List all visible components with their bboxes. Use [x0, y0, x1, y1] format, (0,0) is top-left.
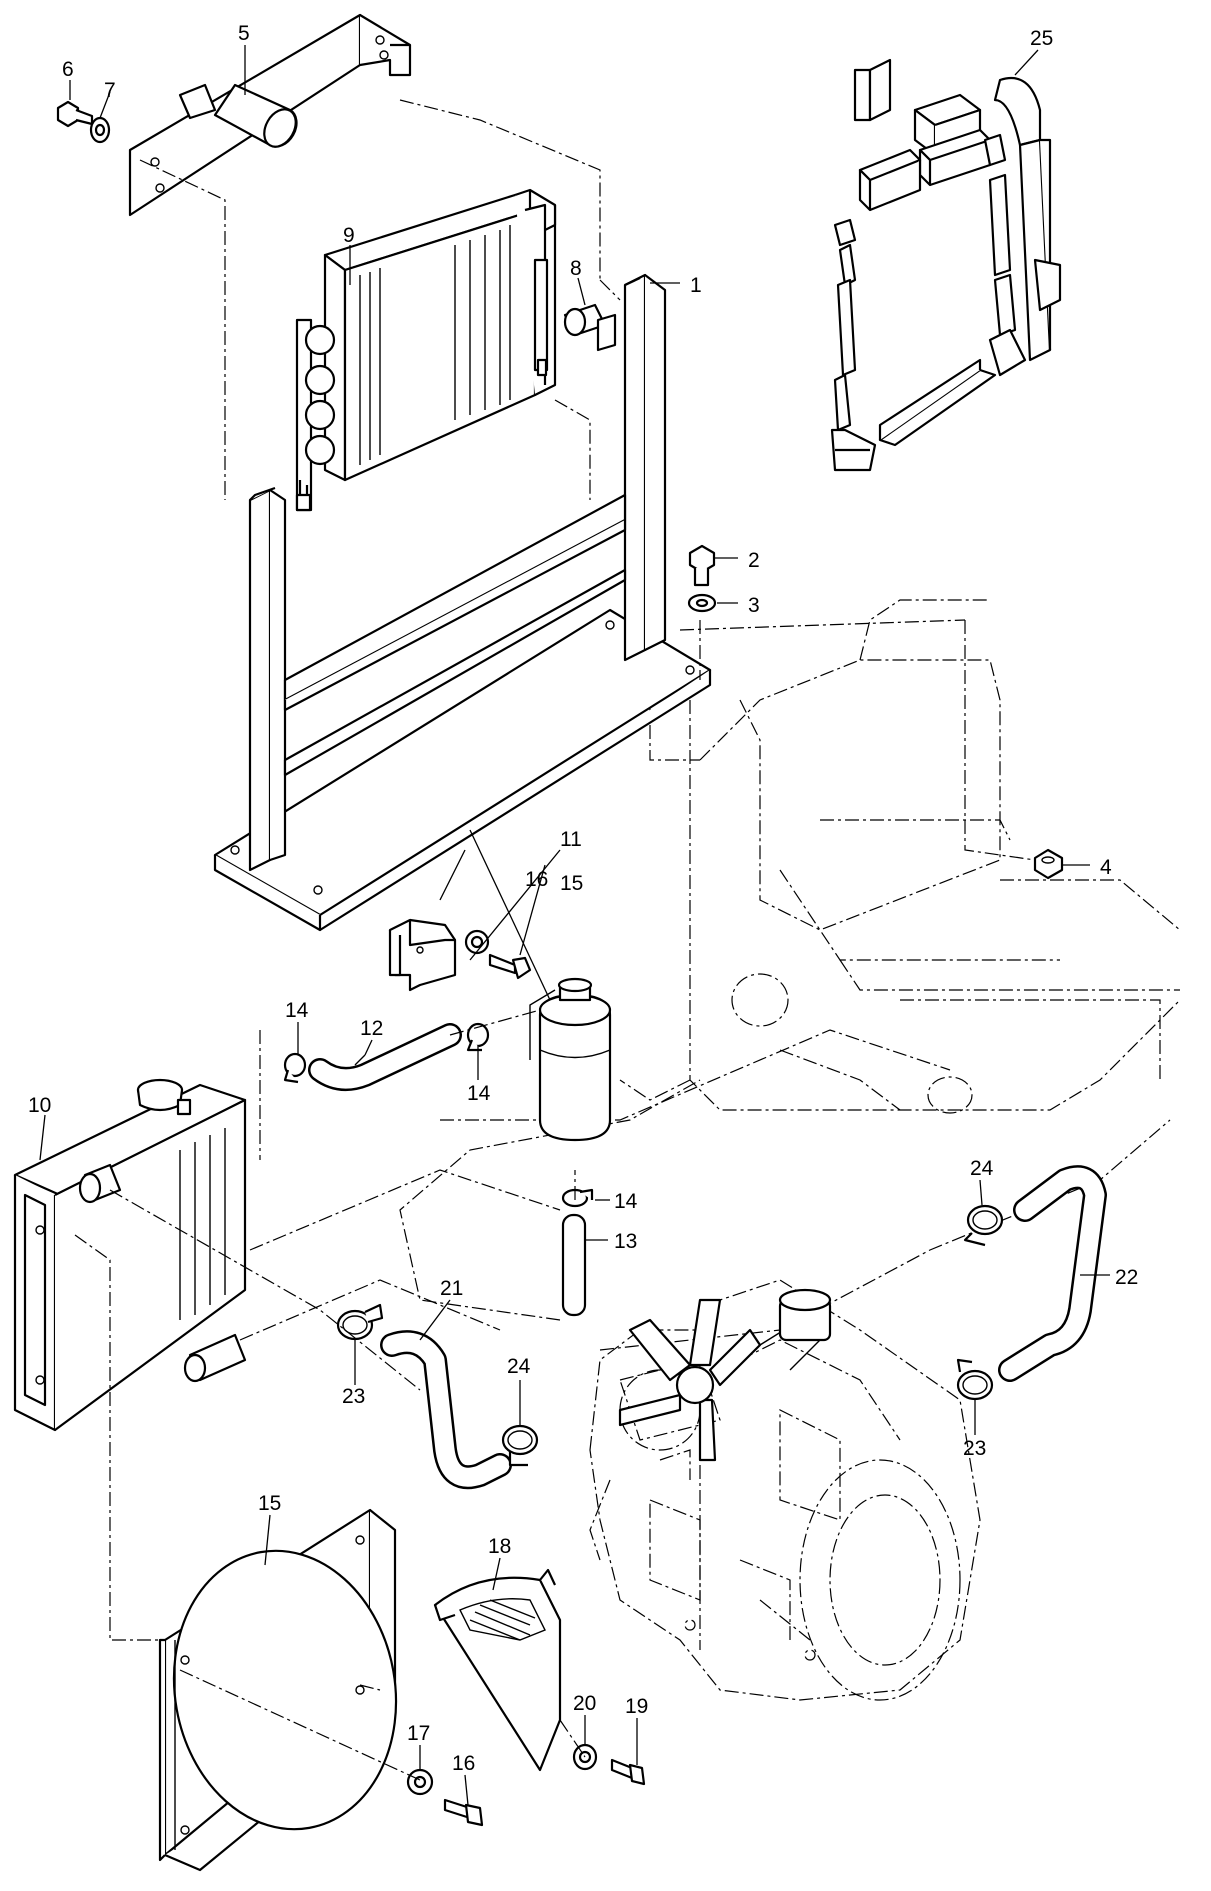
label-23a: 23 — [342, 1385, 365, 1408]
label-6: 6 — [62, 58, 74, 81]
machine-frame-phantom — [249, 599, 1181, 1351]
label-10: 10 — [28, 1094, 51, 1117]
label-22: 22 — [1115, 1266, 1138, 1289]
label-20: 20 — [573, 1692, 596, 1715]
assembly-phantom-lines — [74, 99, 1036, 1781]
bolt-15 — [488, 953, 532, 980]
clamp-24-right — [963, 1204, 1004, 1247]
label-13: 13 — [614, 1230, 637, 1253]
label-12: 12 — [360, 1017, 383, 1040]
engine-fan — [618, 1288, 832, 1462]
label-11: 11 — [560, 828, 582, 851]
washer-7 — [89, 116, 111, 144]
clamp-24-left — [501, 1424, 539, 1467]
receiver-drier — [388, 918, 612, 1142]
nut-4 — [1033, 848, 1064, 880]
label-14b: 14 — [467, 1082, 491, 1105]
hose-22 — [998, 1165, 1107, 1382]
label-9: 9 — [343, 224, 355, 247]
label-14c: 14 — [614, 1190, 638, 1213]
clamp-23-left — [336, 1303, 384, 1341]
label-5: 5 — [238, 22, 250, 45]
label-7: 7 — [104, 79, 116, 102]
label-16b: 16 — [452, 1752, 475, 1775]
label-3: 3 — [748, 594, 760, 617]
clamp-14-lower — [561, 1188, 594, 1208]
hose-13 — [561, 1213, 587, 1317]
label-16a: 16 — [525, 868, 548, 891]
washer-3 — [687, 593, 717, 613]
label-15a: 15 — [560, 872, 583, 895]
washer-16 — [464, 929, 490, 955]
bolt-2 — [688, 544, 716, 587]
main-frame — [213, 273, 712, 932]
label-14a: 14 — [285, 999, 309, 1022]
label-17: 17 — [407, 1722, 430, 1745]
label-2: 2 — [748, 549, 760, 572]
bolt-19 — [610, 1758, 646, 1786]
seal-kit — [830, 58, 1062, 472]
bolt-6 — [56, 100, 94, 128]
callout-leaders — [39, 45, 1110, 1806]
clamp-23-right — [956, 1358, 994, 1401]
label-8: 8 — [570, 257, 582, 280]
washer-17 — [406, 1768, 434, 1796]
callout-labels: 1 2 3 4 5 6 7 8 9 10 11 12 13 14 14 14 1… — [28, 22, 1138, 1775]
label-23b: 23 — [963, 1437, 986, 1460]
label-21: 21 — [440, 1277, 463, 1300]
hose-12 — [308, 1023, 462, 1091]
label-1: 1 — [690, 274, 702, 297]
condenser — [295, 188, 557, 512]
fan-guard — [433, 1568, 562, 1772]
hose-21 — [380, 1330, 512, 1490]
upper-bracket — [128, 13, 412, 217]
clamp-14-left — [283, 1052, 307, 1084]
radiator — [13, 1078, 247, 1432]
bolt-16 — [443, 1798, 484, 1827]
label-15b: 15 — [258, 1492, 281, 1515]
label-18: 18 — [488, 1535, 511, 1558]
label-19: 19 — [625, 1695, 648, 1718]
label-25: 25 — [1030, 27, 1053, 50]
label-24b: 24 — [970, 1157, 994, 1180]
fan-shroud — [158, 1508, 398, 1872]
label-24a: 24 — [507, 1355, 531, 1378]
bushing-8 — [563, 303, 617, 352]
label-4: 4 — [1100, 856, 1112, 879]
